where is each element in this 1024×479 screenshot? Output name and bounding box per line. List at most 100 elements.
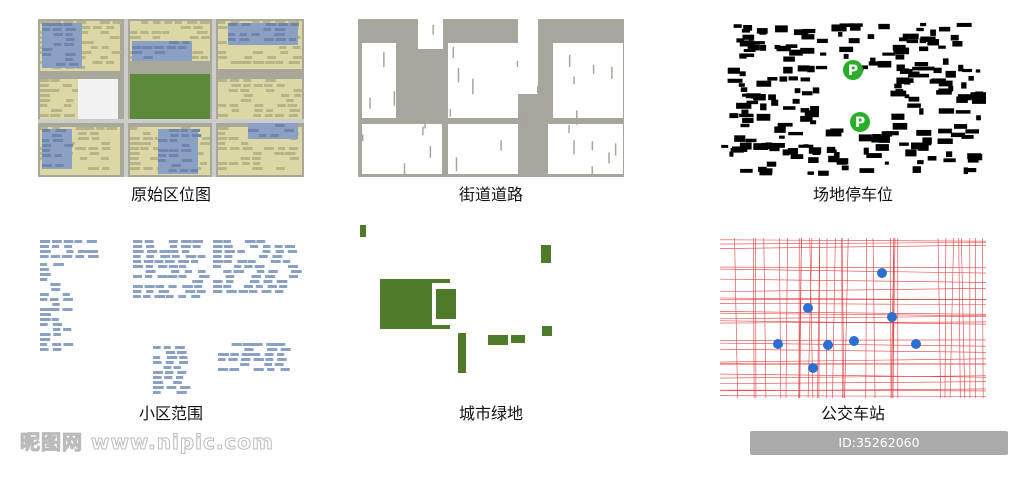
building <box>285 152 296 155</box>
street <box>405 67 407 78</box>
community-block <box>241 358 250 361</box>
building <box>895 55 904 60</box>
community-block <box>242 353 253 356</box>
building <box>740 169 753 173</box>
community-block <box>173 381 182 384</box>
building <box>266 109 273 112</box>
building <box>899 142 909 145</box>
community-block <box>154 295 165 298</box>
street <box>430 146 432 158</box>
building <box>816 66 827 69</box>
community-block <box>178 295 186 298</box>
building <box>42 53 51 56</box>
building <box>218 79 227 82</box>
building <box>919 67 935 71</box>
community-block <box>223 285 231 288</box>
building <box>830 128 843 132</box>
building <box>90 152 100 155</box>
building <box>771 100 778 106</box>
building <box>187 21 197 24</box>
building <box>42 139 49 142</box>
building <box>102 167 109 170</box>
street <box>540 166 542 177</box>
building <box>218 21 225 24</box>
community-block <box>244 348 253 351</box>
community-block <box>169 265 178 268</box>
building <box>956 110 971 114</box>
building <box>844 54 849 59</box>
building <box>767 77 777 81</box>
community-block <box>251 275 261 278</box>
building <box>274 33 285 36</box>
community-block <box>267 368 274 371</box>
building <box>783 106 795 110</box>
building <box>130 127 137 130</box>
community-block <box>218 358 226 361</box>
building <box>801 34 814 39</box>
community-block <box>185 290 195 293</box>
building <box>938 138 953 144</box>
building <box>113 21 123 24</box>
building <box>40 89 50 92</box>
building <box>50 114 60 117</box>
building <box>976 69 980 72</box>
community-block <box>250 245 258 248</box>
building <box>42 149 50 152</box>
building <box>130 147 139 150</box>
road-line <box>866 238 867 398</box>
building <box>197 31 208 34</box>
community-block <box>249 290 258 293</box>
street <box>592 141 594 150</box>
community-block <box>192 240 203 243</box>
building <box>254 109 262 112</box>
building <box>860 168 875 173</box>
building <box>93 26 101 29</box>
building <box>174 21 181 24</box>
building <box>729 113 738 118</box>
building <box>938 46 946 49</box>
community-block <box>229 368 239 371</box>
building <box>92 137 99 140</box>
street <box>472 79 474 95</box>
building <box>939 27 950 32</box>
building <box>263 28 271 31</box>
building <box>152 31 162 34</box>
building <box>65 33 72 36</box>
community-block <box>283 260 290 263</box>
community-block <box>133 275 142 278</box>
street-block <box>518 19 538 94</box>
building <box>788 132 803 135</box>
community-block <box>228 358 237 361</box>
road-line <box>720 322 986 323</box>
building <box>158 159 166 162</box>
community-block <box>133 260 141 263</box>
street <box>573 76 575 84</box>
road-line <box>959 238 961 398</box>
community-block <box>153 386 164 389</box>
building <box>275 28 286 31</box>
road-line <box>950 238 954 398</box>
community-block <box>181 245 191 248</box>
building <box>202 137 210 140</box>
building <box>915 62 928 66</box>
building <box>201 56 208 59</box>
building <box>182 144 190 147</box>
community-block <box>213 250 222 253</box>
building <box>915 74 929 78</box>
community-block <box>288 265 298 268</box>
community-block <box>159 290 169 293</box>
building <box>749 36 753 40</box>
building <box>218 56 227 59</box>
bus-stop-icon <box>808 363 818 373</box>
building <box>40 104 47 107</box>
street <box>450 109 452 117</box>
building <box>232 109 240 112</box>
street <box>517 61 519 67</box>
building <box>100 56 107 59</box>
building <box>779 136 785 139</box>
community-block <box>191 295 200 298</box>
building <box>279 46 286 49</box>
building <box>800 116 812 122</box>
community-block <box>153 356 160 359</box>
building <box>130 31 137 34</box>
